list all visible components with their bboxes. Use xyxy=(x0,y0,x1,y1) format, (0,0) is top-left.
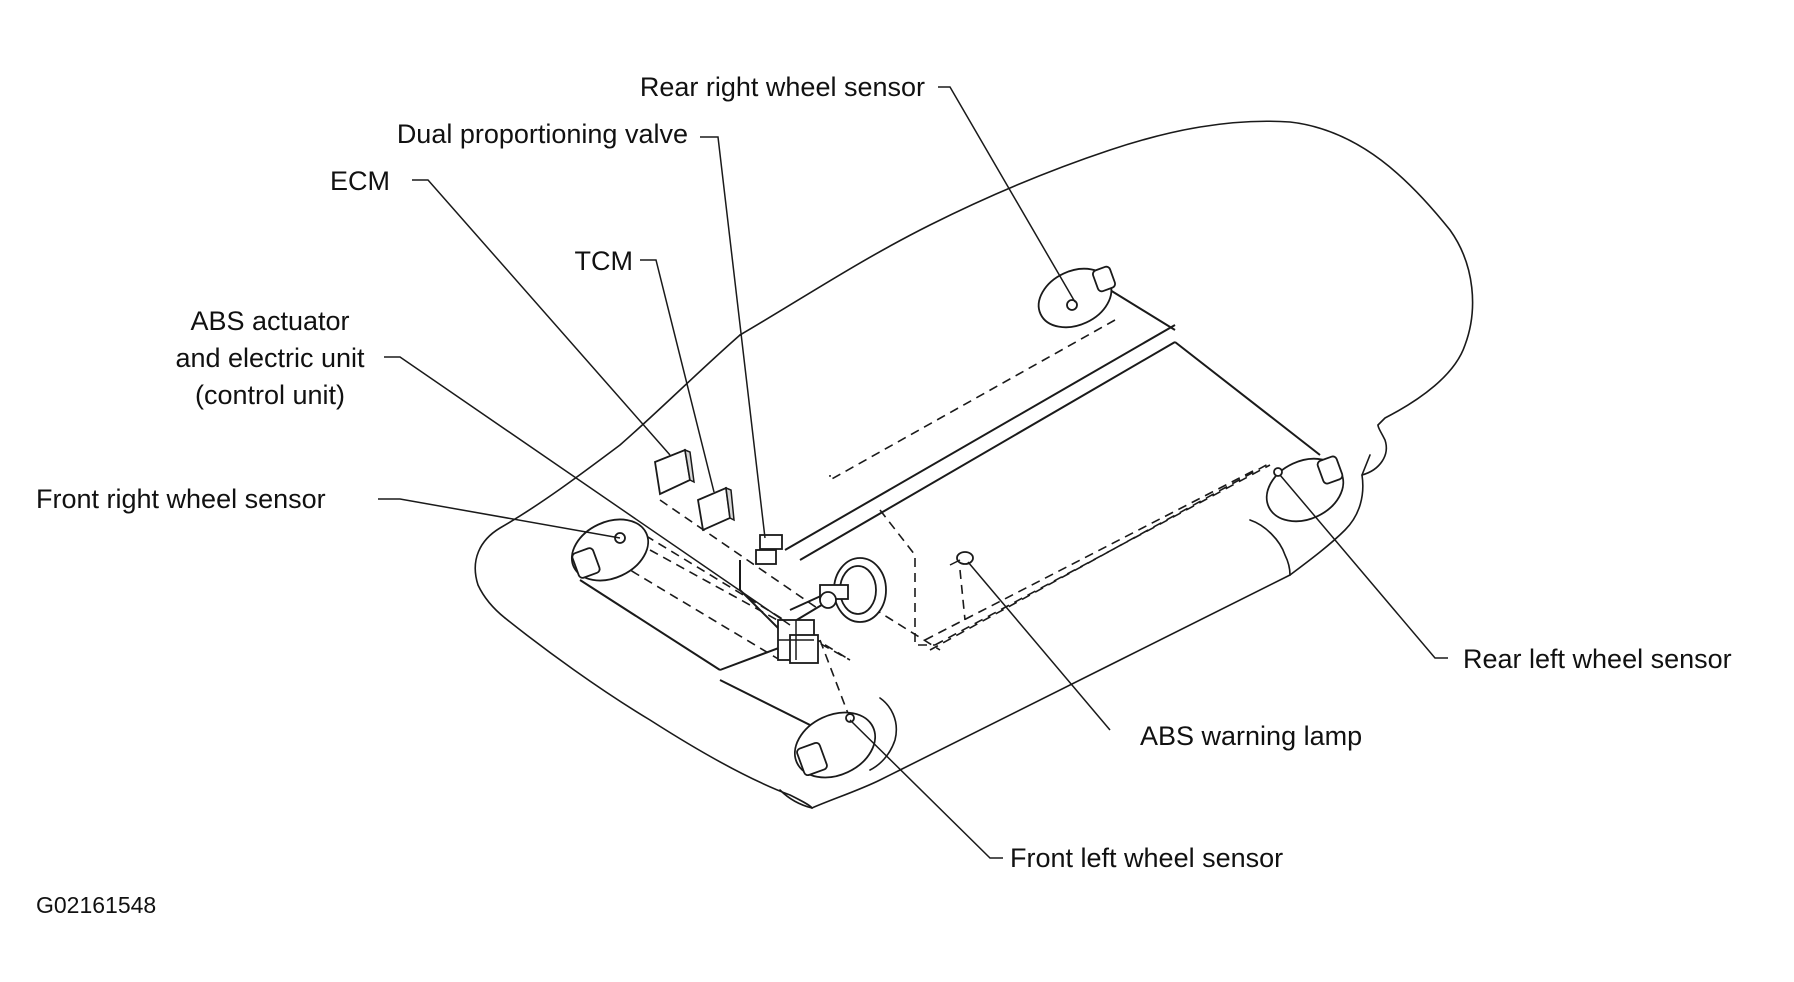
ecm-module xyxy=(654,448,695,496)
label-abs-actuator-line2: and electric unit xyxy=(175,343,365,373)
label-tcm: TCM xyxy=(575,246,633,276)
label-front-left-wheel-sensor: Front left wheel sensor xyxy=(1010,843,1283,873)
abs-actuator-unit xyxy=(777,619,819,664)
label-abs-warning-lamp: ABS warning lamp xyxy=(1140,721,1362,751)
abs-warning-lamp-component xyxy=(949,551,974,566)
component-labels: Rear right wheel sensor Dual proportioni… xyxy=(36,72,1732,918)
tcm-module xyxy=(696,486,735,532)
figure-code: G02161548 xyxy=(36,892,156,918)
label-ecm: ECM xyxy=(330,166,390,196)
leader-lines xyxy=(378,86,1448,859)
label-dual-proportioning-valve: Dual proportioning valve xyxy=(397,119,688,149)
label-abs-actuator-line3: (control unit) xyxy=(195,380,345,410)
brake-booster xyxy=(819,557,887,623)
rear-left-wheel xyxy=(1265,455,1345,523)
label-rear-left-wheel-sensor: Rear left wheel sensor xyxy=(1463,644,1732,674)
vehicle-body-outline xyxy=(474,120,1474,809)
label-rear-right-wheel-sensor: Rear right wheel sensor xyxy=(640,72,925,102)
dual-proportioning-valve xyxy=(755,534,783,565)
brake-lines-and-harness xyxy=(579,289,1321,751)
front-left-wheel xyxy=(793,711,877,779)
label-front-right-wheel-sensor: Front right wheel sensor xyxy=(36,484,326,514)
label-abs-actuator-line1: ABS actuator xyxy=(190,306,349,336)
rear-right-wheel xyxy=(1037,265,1116,329)
front-right-wheel xyxy=(570,518,650,582)
